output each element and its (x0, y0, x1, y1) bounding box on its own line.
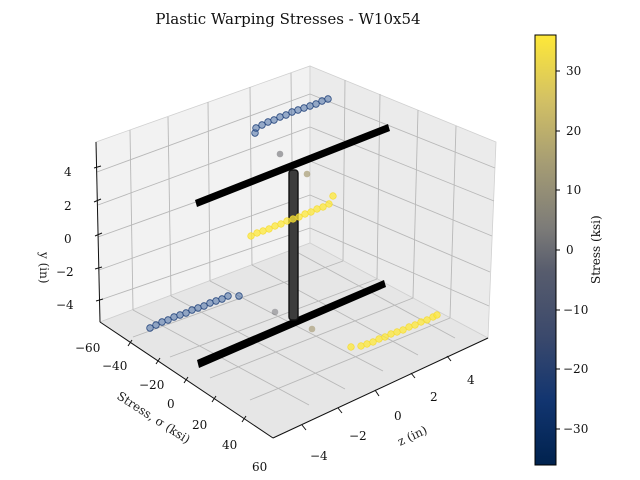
axis-lines (93, 141, 489, 439)
z-tick: 2 (430, 390, 438, 404)
stress-tick: 0 (167, 397, 175, 411)
stress-axis-label: Stress, σ (ksi) (114, 389, 192, 447)
stress-points-negative-bottom (146, 292, 243, 332)
colorbar (534, 34, 557, 466)
y-tick: −4 (56, 298, 74, 312)
y-tick: 2 (64, 199, 72, 213)
y-tick: 4 (64, 165, 72, 179)
stress-points-positive-bottom (347, 311, 441, 351)
colorbar-ticks (556, 70, 560, 430)
colorbar-tick: −10 (563, 303, 588, 317)
colorbar-tick: 30 (566, 64, 581, 78)
colorbar-tick: −20 (563, 362, 588, 376)
web-mid-point (271, 308, 279, 316)
colorbar-tick: 20 (566, 124, 581, 138)
z-tick: 4 (467, 373, 475, 387)
stress-points-positive-top (247, 192, 337, 240)
colorbar-label: Stress (ksi) (589, 215, 603, 284)
colorbar-tick: 10 (566, 183, 581, 197)
z-axis-label: z (in) (395, 423, 429, 449)
z-tick: −2 (349, 429, 367, 443)
web-mid-point (308, 325, 316, 333)
stress-tick: 20 (192, 418, 207, 432)
colorbar-tick: −30 (563, 422, 588, 436)
section-geometry (195, 124, 390, 368)
z-tick: 0 (394, 409, 402, 423)
web-mid-point (276, 150, 284, 158)
stress-tick: −60 (75, 341, 100, 355)
stress-tick: 60 (252, 460, 267, 474)
z-tick: −4 (310, 449, 328, 463)
stress-tick: 40 (222, 438, 237, 452)
chart-title: Plastic Warping Stresses - W10x54 (155, 10, 421, 28)
y-tick: −2 (56, 265, 74, 279)
colorbar-tick: 0 (566, 243, 574, 257)
y-axis-label: y (in) (37, 251, 51, 284)
stress-tick: −40 (102, 359, 127, 373)
stress-points-negative-top (251, 95, 332, 137)
web-mid-point (303, 170, 311, 178)
y-tick: 0 (64, 232, 72, 246)
stress-tick: −20 (139, 378, 164, 392)
